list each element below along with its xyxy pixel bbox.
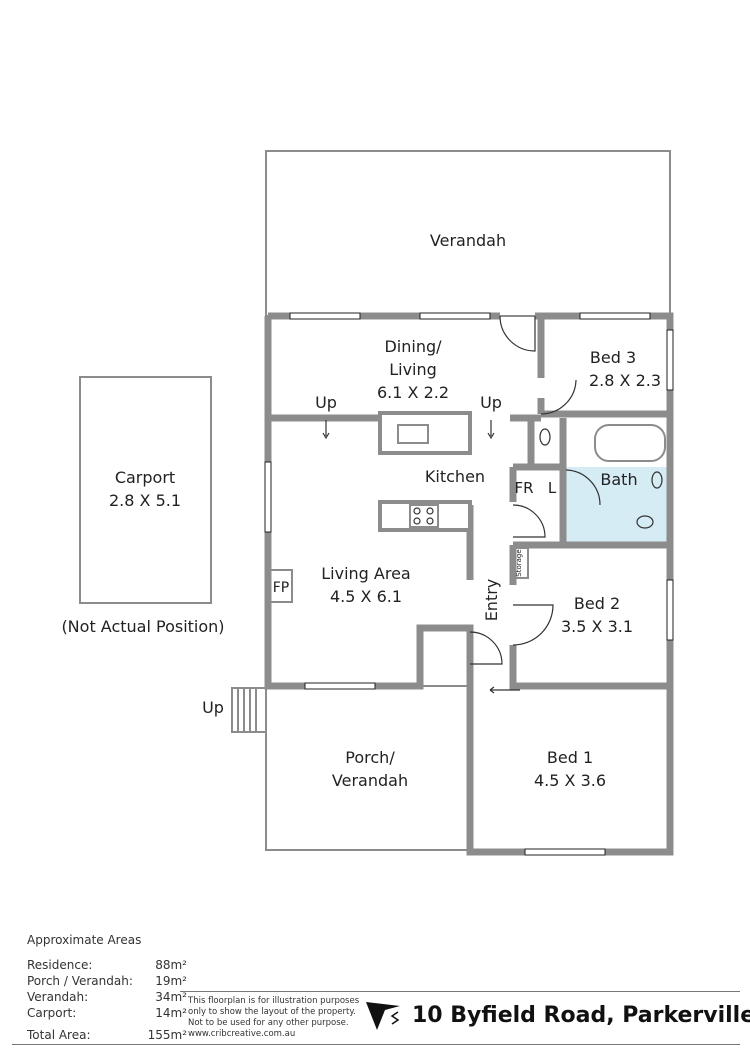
crib-creative-logo (366, 1002, 400, 1030)
bed1-dims: 4.5 X 3.6 (534, 771, 606, 790)
area-row: Carport: 14m² (27, 1005, 187, 1021)
kitchen-island (378, 411, 472, 455)
living-label: Living Area (321, 564, 410, 583)
toilet-icon (636, 515, 654, 529)
area-label: Porch / Verandah: (27, 974, 133, 988)
area-value: 88m² (155, 958, 187, 972)
property-address: 10 Byfield Road, Parkerville (412, 1003, 750, 1028)
area-value: 14m² (155, 1006, 187, 1020)
laundry-label: L (548, 479, 557, 497)
disclaimer: This floorplan is for illustration purpo… (188, 996, 363, 1040)
door-swing (540, 379, 577, 415)
area-row: Residence: 88m² (27, 957, 187, 973)
door-swing (565, 469, 601, 506)
down-arrow-icon (487, 420, 495, 440)
storage-cupboard (513, 547, 529, 579)
door-swing (512, 604, 554, 646)
disclaimer-line: This floorplan is for illustration purpo… (188, 996, 360, 1006)
door-swing (499, 315, 536, 352)
up-label: Up (315, 393, 337, 412)
bath-label: Bath (600, 470, 637, 489)
area-row: Porch / Verandah: 19m² (27, 973, 187, 989)
window (419, 312, 491, 320)
bed3-label: Bed 3 (590, 348, 636, 367)
fireplace (269, 569, 293, 603)
kitchen-bench (378, 500, 472, 532)
cooktop-icon (409, 504, 439, 528)
carport-dims: 2.8 X 5.1 (109, 491, 181, 510)
disclaimer-line: www.cribcreative.com.au (188, 1029, 296, 1039)
down-arrow-icon (322, 420, 330, 440)
window (264, 461, 272, 533)
porch-outline (265, 685, 471, 851)
area-value: 155m² (147, 1028, 187, 1042)
areas-title: Approximate Areas (27, 933, 142, 947)
window (666, 329, 674, 391)
window (289, 312, 361, 320)
area-label: Residence: (27, 958, 93, 972)
carport-label: Carport (115, 468, 175, 487)
fridge-label: FR (514, 479, 533, 497)
area-value: 19m² (155, 974, 187, 988)
bed3-dims: 2.8 X 2.3 (589, 371, 661, 390)
door-swing (512, 504, 546, 538)
divider (180, 991, 740, 992)
disclaimer-line: only to show the layout of the property. (188, 1007, 356, 1017)
fireplace-label: FP (273, 580, 290, 596)
dining-dims: 6.1 X 2.2 (377, 383, 449, 402)
up-label: Up (202, 698, 224, 717)
up-label: Up (480, 393, 502, 412)
carport-outline (79, 376, 212, 604)
kitchen-label: Kitchen (425, 467, 485, 486)
sink-icon (397, 424, 429, 444)
area-label: Total Area: (27, 1028, 91, 1042)
area-row: Verandah: 34m² (27, 989, 187, 1005)
area-label: Carport: (27, 1006, 77, 1020)
bathtub-icon (594, 424, 666, 462)
dining-label: Dining/ (384, 337, 442, 356)
divider (12, 1044, 740, 1045)
area-label: Verandah: (27, 990, 89, 1004)
dining-label-2: Living (389, 360, 437, 379)
total-area-row: Total Area: 155m² (27, 1027, 187, 1043)
entry-label: Entry (482, 579, 501, 622)
bed1-walls (466, 686, 674, 856)
bed2-dims: 3.5 X 3.1 (561, 617, 633, 636)
basin-icon (651, 471, 663, 489)
approximate-areas: Approximate Areas Residence: 88m² Porch /… (27, 933, 187, 1043)
bath-tiles (566, 467, 668, 543)
window (524, 848, 606, 856)
storage-label: Storage (515, 549, 523, 576)
porch-label-2: Verandah (332, 771, 408, 790)
porch-label: Porch/ (345, 748, 395, 767)
steps-icon (231, 687, 267, 733)
window (304, 682, 376, 690)
disclaimer-line: Not to be used for any other purpose. (188, 1018, 349, 1028)
area-value: 34m² (155, 990, 187, 1004)
entry-arrow-icon (489, 686, 520, 694)
basin-icon (539, 428, 551, 446)
window (666, 579, 674, 641)
window (579, 312, 651, 320)
living-dims: 4.5 X 6.1 (330, 587, 402, 606)
carport-note: (Not Actual Position) (61, 617, 224, 636)
bed2-label: Bed 2 (574, 594, 620, 613)
bed1-label: Bed 1 (547, 748, 593, 767)
door-swing (469, 631, 503, 665)
verandah-label: Verandah (430, 231, 506, 250)
